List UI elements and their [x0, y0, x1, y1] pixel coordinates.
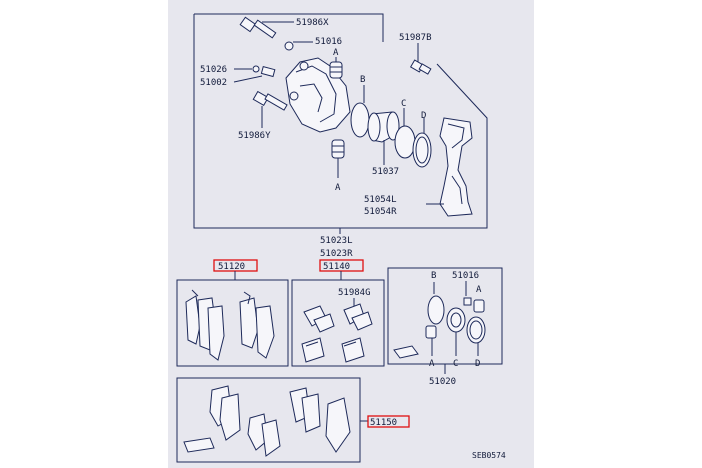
callout-a-kit: A	[429, 359, 435, 369]
label-51054l[interactable]: 51054L	[364, 195, 397, 205]
label-51054r[interactable]: 51054R	[364, 207, 397, 217]
label-51987b[interactable]: 51987B	[399, 33, 432, 43]
label-51016-kit[interactable]: 51016	[452, 271, 479, 281]
brake-pads-51120[interactable]	[185, 289, 275, 361]
caliper-frame-side	[193, 14, 488, 229]
callout-a-kit-top: A	[476, 285, 482, 295]
frame-51140	[291, 279, 385, 367]
bolt-51986y[interactable]	[252, 90, 288, 111]
boot-51016-top[interactable]	[284, 41, 294, 51]
label-51023r[interactable]: 51023R	[320, 249, 353, 259]
bleeder-screw-51002[interactable]	[260, 65, 276, 78]
callout-d-kit: D	[475, 359, 480, 369]
callout-a-lower: A	[335, 183, 341, 193]
label-51026[interactable]: 51026	[200, 65, 227, 75]
callout-c: C	[401, 99, 406, 109]
label-51023l[interactable]: 51023L	[320, 236, 353, 246]
label-51020[interactable]: 51020	[429, 377, 456, 387]
figure-code: SEB0574	[472, 451, 506, 460]
label-51016-top[interactable]: 51016	[315, 37, 342, 47]
seal-kit-parts-51020[interactable]	[393, 295, 486, 359]
label-51002[interactable]: 51002	[200, 78, 227, 88]
label-51140[interactable]: 51140	[323, 262, 350, 272]
caliper-frame-top	[194, 13, 384, 42]
callout-b-kit: B	[431, 271, 436, 281]
piston-boot-c[interactable]	[394, 125, 416, 159]
highlight-51150	[367, 415, 410, 428]
piston-51037[interactable]	[367, 111, 401, 143]
pin-boot-a-lower[interactable]	[331, 139, 345, 159]
piston-seal-b[interactable]	[350, 102, 370, 138]
callout-d: D	[421, 111, 426, 121]
frame-51120	[176, 279, 289, 367]
label-51984g[interactable]: 51984G	[338, 288, 371, 298]
bolt-51987b[interactable]	[409, 59, 432, 75]
label-51986y[interactable]: 51986Y	[238, 131, 271, 141]
caliper-support-51054[interactable]	[439, 117, 473, 217]
label-51986x[interactable]: 51986X	[296, 18, 329, 28]
label-51037[interactable]: 51037	[372, 167, 399, 177]
bolt-51986x[interactable]	[239, 16, 277, 39]
callout-a-upper: A	[333, 48, 339, 58]
callout-b: B	[360, 75, 365, 85]
brake-pads-51150[interactable]	[183, 385, 351, 457]
bleeder-cap-51026[interactable]	[252, 65, 260, 73]
label-51120[interactable]: 51120	[218, 262, 245, 272]
leader-51002	[233, 75, 263, 83]
pad-clips-51984g[interactable]	[301, 303, 373, 363]
label-51150[interactable]: 51150	[370, 418, 397, 428]
callout-c-kit: C	[453, 359, 458, 369]
pin-boot-a-upper[interactable]	[329, 61, 343, 79]
frame-51150	[176, 377, 361, 463]
